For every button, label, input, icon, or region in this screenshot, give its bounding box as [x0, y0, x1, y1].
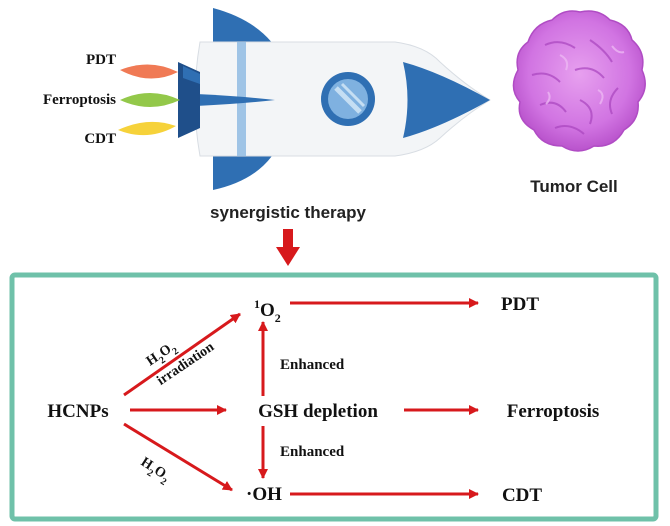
rocket-illustration: [178, 8, 491, 190]
arrow-hcnps-to-o2: [123, 312, 241, 397]
node-ferroptosis: Ferroptosis: [507, 401, 600, 422]
flame-cdt: [118, 121, 176, 136]
node-gsh-depletion: GSH depletion: [258, 401, 378, 422]
node-hydroxyl: ·OH: [246, 484, 282, 505]
node-hcnps: HCNPs: [47, 401, 108, 422]
node-pdt: PDT: [501, 294, 539, 315]
arrow-hcnps-to-oh: [123, 422, 233, 492]
label-enhanced-lower: Enhanced: [280, 444, 345, 460]
flame-label-ferroptosis: Ferroptosis: [43, 92, 116, 108]
node-singlet-oxygen: 1O2: [254, 297, 281, 325]
flame-ferroptosis: [120, 93, 180, 107]
label-h2o2-lower: H2O2: [136, 455, 173, 488]
scheme-box: [9, 272, 659, 522]
label-enhanced-upper: Enhanced: [280, 357, 345, 373]
svg-text:H2O2: H2O2: [136, 455, 173, 488]
flame-label-pdt: PDT: [86, 52, 116, 68]
down-arrow: [276, 229, 300, 266]
flame-label-cdt: CDT: [84, 131, 116, 147]
tumor-cell-image: [512, 10, 646, 152]
tumor-cell-label: Tumor Cell: [530, 177, 618, 196]
node-cdt: CDT: [502, 485, 542, 506]
synergistic-therapy-caption: synergistic therapy: [210, 203, 366, 222]
flame-pdt: [120, 64, 178, 79]
